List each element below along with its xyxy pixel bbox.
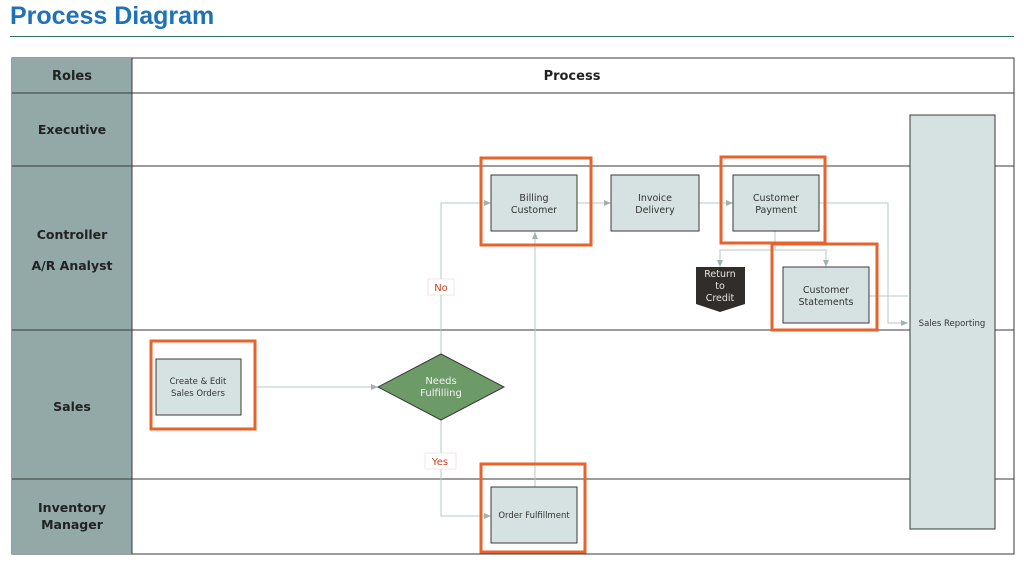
sales-reporting-box: Sales Reporting xyxy=(909,114,996,530)
title-underline xyxy=(10,36,1014,37)
invoice-delivery-box: Invoice Delivery xyxy=(610,174,700,232)
roles-header: Roles xyxy=(52,69,92,84)
customer-payment-box: Customer Payment xyxy=(732,174,820,232)
no-condition: No xyxy=(427,278,455,296)
customer-statements-label-2: Statements xyxy=(799,297,854,308)
highlight-create-edit-sales-orders xyxy=(149,339,257,431)
no-label: No xyxy=(434,283,448,294)
create-edit-label-1: Create & Edit xyxy=(170,377,227,387)
needs-fulfilling-decision: Needs Fulfilling xyxy=(376,353,506,421)
create-edit-sales-orders-box: Create & Edit Sales Orders xyxy=(155,358,242,416)
return-credit-label-1: Return xyxy=(704,269,736,280)
needs-fulfilling-label-1: Needs xyxy=(425,376,456,387)
highlight-order-fulfillment xyxy=(479,462,587,554)
customer-statements-label-1: Customer xyxy=(803,285,849,296)
customer-payment-label-2: Payment xyxy=(755,205,797,216)
lane-inventory: Inventory xyxy=(38,500,106,515)
lane-ar-analyst: A/R Analyst xyxy=(31,258,112,273)
highlight-customer-statements xyxy=(770,242,879,332)
return-to-credit-flag: Return to Credit xyxy=(696,267,745,312)
customer-statements-box: Customer Statements xyxy=(782,266,870,324)
yes-condition: Yes xyxy=(424,452,457,470)
page-title: Process Diagram xyxy=(10,2,215,30)
billing-customer-label-1: Billing xyxy=(519,193,548,204)
billing-customer-label-2: Customer xyxy=(511,205,557,216)
invoice-delivery-label-1: Invoice xyxy=(638,193,672,204)
create-edit-label-2: Sales Orders xyxy=(171,389,225,399)
lane-executive: Executive xyxy=(38,122,106,137)
customer-payment-label-1: Customer xyxy=(753,193,799,204)
invoice-delivery-label-2: Delivery xyxy=(635,205,675,216)
order-fulfillment-box: Order Fulfillment xyxy=(490,486,578,544)
roles-column xyxy=(12,58,132,554)
return-credit-label-2: to xyxy=(715,281,725,292)
lane-sales: Sales xyxy=(53,399,91,414)
order-fulfillment-label: Order Fulfillment xyxy=(498,511,570,521)
needs-fulfilling-label-2: Fulfilling xyxy=(420,388,462,399)
process-header: Process xyxy=(544,69,601,84)
connectors xyxy=(255,200,908,519)
lane-manager: Manager xyxy=(41,517,104,532)
yes-label: Yes xyxy=(431,457,448,468)
highlights xyxy=(149,155,879,554)
return-credit-label-3: Credit xyxy=(706,293,735,304)
sales-reporting-label: Sales Reporting xyxy=(919,319,986,329)
billing-customer-box: Billing Customer xyxy=(490,174,578,232)
highlight-billing-customer xyxy=(479,156,593,247)
lane-controller: Controller xyxy=(37,227,108,242)
